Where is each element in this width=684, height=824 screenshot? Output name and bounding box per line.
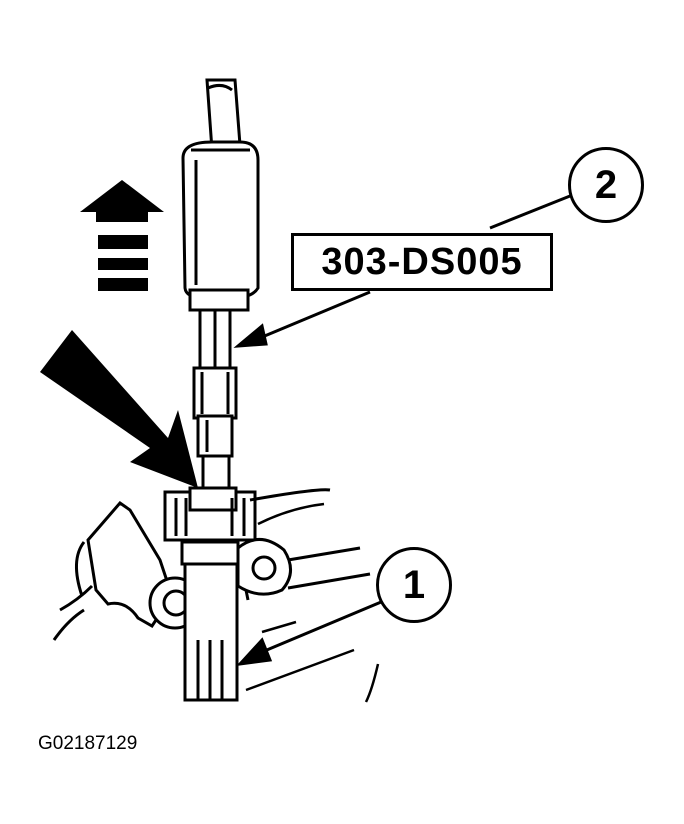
tool-handle: [181, 140, 260, 312]
leader-line-2: [233, 194, 571, 348]
background-lines: [245, 502, 380, 703]
knurled-nut: [163, 486, 331, 542]
callout-2: 2: [568, 147, 644, 223]
tool-rod: [192, 308, 238, 492]
tool-number-label: 303-DS005: [291, 233, 553, 291]
large-diagonal-arrow-icon: [40, 330, 198, 488]
figure-id: G02187129: [38, 733, 138, 754]
callout-1: 1: [376, 547, 452, 623]
tool-shaft: [205, 78, 242, 152]
up-arrow-icon: [80, 180, 164, 291]
mounting-bracket: [52, 500, 202, 641]
leader-line-1: [236, 598, 387, 667]
vertical-tube: [180, 538, 250, 702]
side-clip: [236, 538, 371, 596]
